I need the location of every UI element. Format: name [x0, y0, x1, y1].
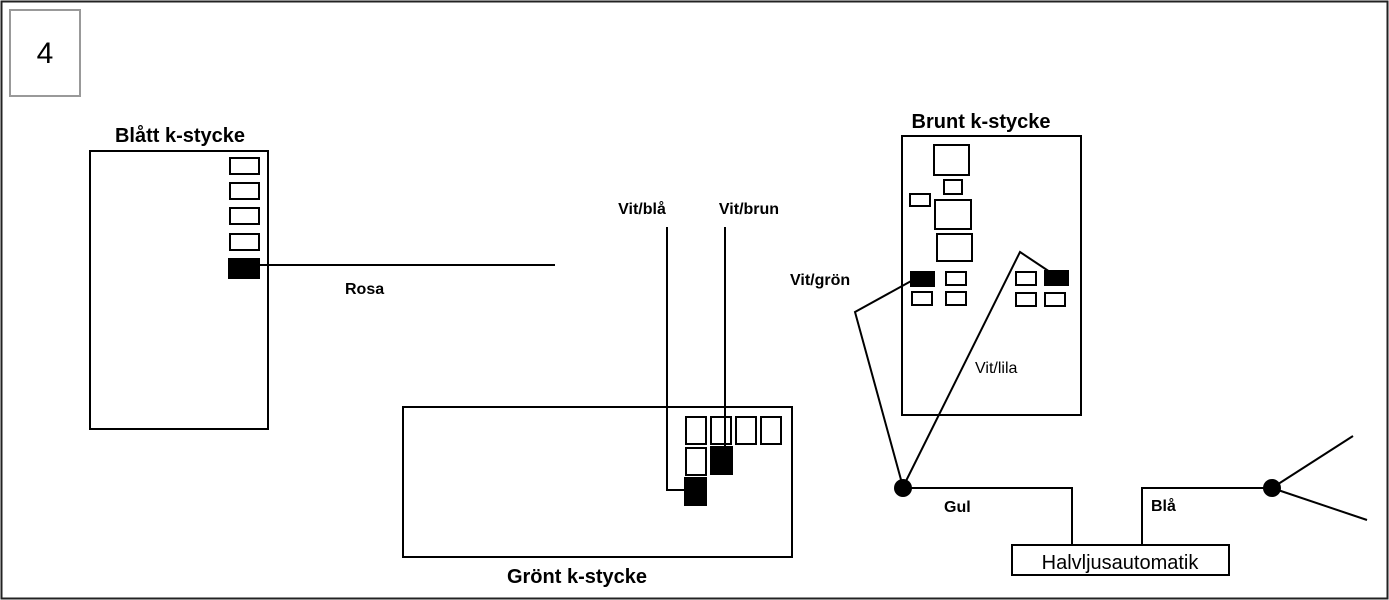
green-block-body	[402, 406, 793, 558]
wire-bla	[1141, 487, 1272, 545]
brown-block-body	[901, 135, 1082, 416]
step-number-box	[9, 9, 81, 97]
wire-label-vit-brun: Vit/brun	[719, 201, 779, 218]
blue-block-pin	[229, 207, 260, 225]
green-k-block: Grönt k-stycke	[402, 406, 793, 588]
brown-block-title: Brunt k-stycke	[912, 111, 1051, 133]
green-block-pin	[710, 416, 732, 445]
brown-block-pin	[1044, 292, 1066, 307]
relay-label: Halvljusautomatik	[1042, 552, 1200, 574]
wire-vit-gron	[853, 279, 914, 488]
wire-label-rosa: Rosa	[345, 281, 384, 298]
blue-block-body	[89, 150, 269, 430]
brown-block-pin-connected	[910, 271, 935, 287]
blue-block-pin	[229, 157, 260, 175]
wire-label-vit-lila: Vit/lila	[975, 360, 1017, 377]
brown-block-pin	[911, 291, 933, 306]
blue-block-pin-connected	[228, 258, 260, 279]
wire-branch-up	[1271, 435, 1354, 489]
brown-block-pin	[1015, 271, 1037, 286]
brown-block-relay-socket	[943, 179, 963, 195]
step-number: 4	[37, 37, 54, 70]
green-block-pin	[735, 416, 757, 445]
relay-box	[1011, 544, 1230, 576]
blue-block-title: Blått k-stycke	[115, 124, 245, 147]
green-block-pin-connected	[710, 446, 733, 475]
green-block-title: Grönt k-stycke	[507, 566, 647, 588]
brown-k-block: Brunt k-stycke	[901, 111, 1082, 416]
wire-branch-down	[1271, 487, 1368, 521]
blue-k-block: Blått k-stycke	[89, 124, 269, 430]
brown-block-relay-socket	[933, 144, 970, 176]
brown-block-pin	[945, 271, 967, 286]
brown-block-relay-socket	[934, 199, 972, 230]
wire-vit-bla	[666, 227, 688, 491]
wire-label-gul: Gul	[944, 499, 971, 516]
brown-block-relay-socket	[936, 233, 973, 262]
wire-label-vit-gron: Vit/grön	[790, 272, 850, 289]
blue-block-pin	[229, 233, 260, 251]
green-block-pin	[760, 416, 782, 445]
brown-block-pin	[945, 291, 967, 306]
green-block-pin-connected	[684, 477, 707, 506]
brown-block-pin	[1015, 292, 1037, 307]
blue-block-pin	[229, 182, 260, 200]
wire-vit-lila	[902, 250, 1051, 488]
wire-label-bla: Blå	[1151, 497, 1176, 515]
green-block-pin	[685, 447, 707, 476]
wire-gul	[903, 487, 1073, 545]
green-block-pin	[685, 416, 707, 445]
brown-block-relay-socket	[909, 193, 931, 207]
brown-block-pin-connected	[1044, 270, 1069, 286]
wire-label-vit-bla: Vit/blå	[618, 200, 666, 218]
